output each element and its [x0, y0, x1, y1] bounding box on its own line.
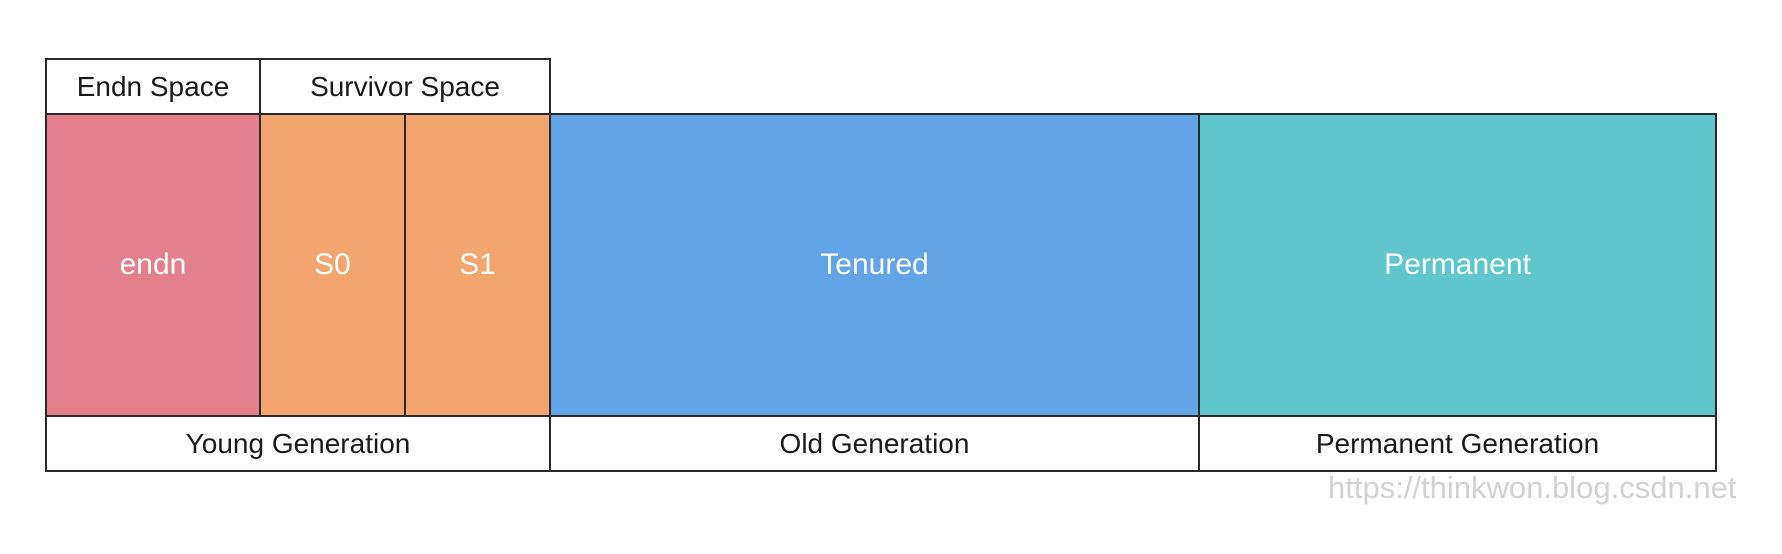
survivor-space-header: Survivor Space: [259, 58, 551, 115]
eden-space-header: Endn Space: [45, 58, 261, 115]
watermark-text: https://thinkwon.blog.csdn.net: [1328, 470, 1737, 505]
permanent-generation-label: Permanent Generation: [1198, 415, 1717, 472]
young-generation-label: Young Generation: [45, 415, 551, 472]
old-generation-label: Old Generation: [549, 415, 1200, 472]
permanent-region: Permanent: [1198, 113, 1717, 417]
survivor-s0-region: S0: [259, 113, 406, 417]
tenured-region: Tenured: [549, 113, 1200, 417]
survivor-s1-region: S1: [404, 113, 551, 417]
eden-region: endn: [45, 113, 261, 417]
